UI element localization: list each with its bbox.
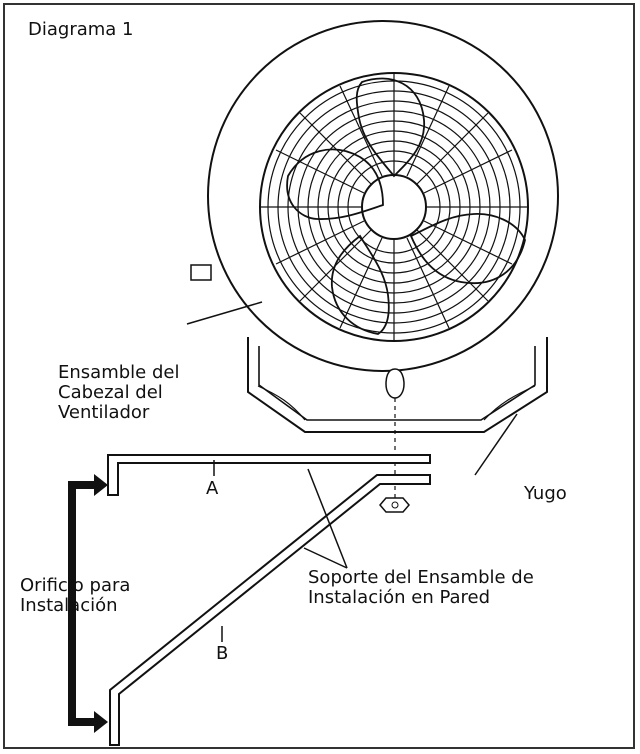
point-a-label: A bbox=[206, 478, 219, 499]
mount-arrow-lower bbox=[68, 625, 94, 726]
yoke-bolt bbox=[385, 368, 405, 399]
fan-head-label-line1: Ensamble del bbox=[58, 362, 180, 383]
bracket-label-line2: Instalación en Pared bbox=[308, 587, 491, 608]
point-b-label: B bbox=[216, 643, 229, 664]
bracket-diagonal bbox=[109, 474, 431, 746]
bracket-label-line1: Soporte del Ensamble de bbox=[308, 567, 534, 588]
diagram-title: Diagrama 1 bbox=[28, 19, 134, 40]
fan-head-label-line2: Cabezal del bbox=[58, 382, 163, 403]
yoke-label: Yugo bbox=[524, 483, 567, 504]
fan-head-label: Ensamble del Cabezal del Ventilador bbox=[58, 363, 179, 423]
bracket-label: Soporte del Ensamble de Instalación en P… bbox=[308, 568, 534, 608]
bracket-top bbox=[107, 454, 431, 496]
mount-hole-label: Orificio para Instalación bbox=[20, 576, 130, 616]
fan-head-label-line3: Ventilador bbox=[58, 402, 150, 423]
side-knob bbox=[190, 264, 212, 281]
mount-hole-label-line2: Instalación bbox=[20, 595, 118, 616]
hex-nut bbox=[379, 497, 410, 513]
mount-hole-label-line1: Orificio para bbox=[20, 575, 131, 596]
